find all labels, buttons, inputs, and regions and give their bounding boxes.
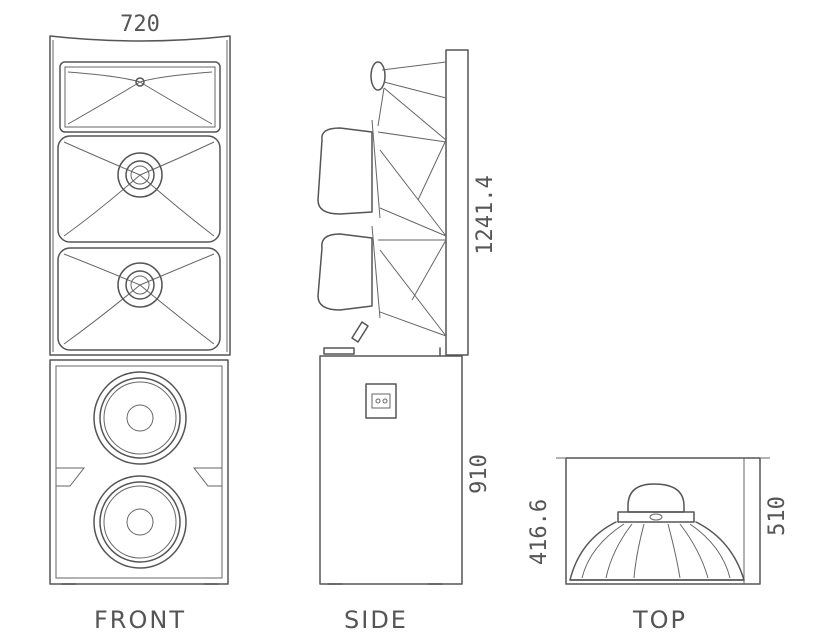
side-sub-cabinet [319,355,463,585]
side-array-height-dimension: 1241.4 [473,175,498,254]
top-view-label: TOP [632,606,687,634]
front-sub-cabinet [49,359,229,585]
side-mid-module-lower [317,225,447,337]
side-hf-driver [370,61,447,141]
front-view: 720 FRONT [49,12,231,634]
front-mid-horn-lower [57,247,221,351]
side-array-backplate [445,49,469,356]
side-sub-height-dimension: 910 [467,454,492,494]
front-hf-horn [59,61,221,133]
top-depth-dimension: 510 [765,496,790,536]
front-view-label: FRONT [94,606,186,634]
side-view-label: SIDE [344,606,408,634]
side-mid-module-upper [317,119,447,237]
front-mid-horn-upper [57,135,221,243]
front-width-dimension: 720 [120,12,160,37]
top-inner-dimension: 416.6 [527,499,552,565]
front-array-cabinet [49,35,231,356]
top-outline [565,457,761,585]
top-driver [569,483,745,581]
side-view: 1241.4 910 SIDE [317,49,498,634]
top-view: 510 416.6 TOP [527,457,790,634]
